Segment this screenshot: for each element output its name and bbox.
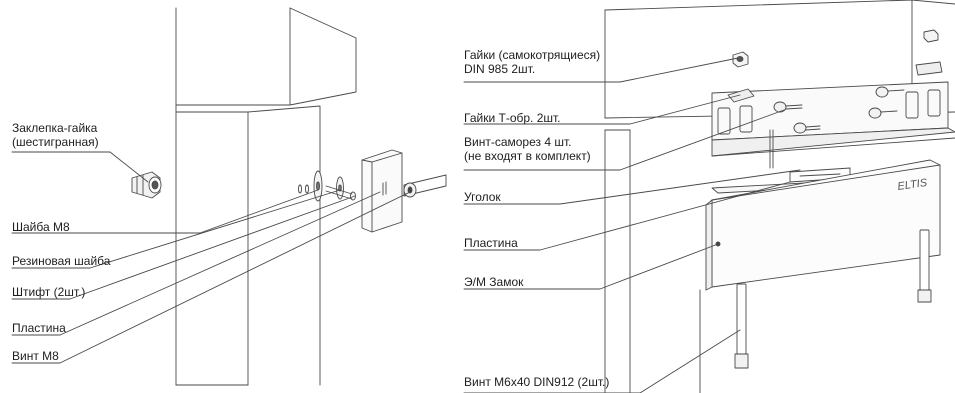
label-self-tap-screws-line1: Винт-саморез 4 шт. — [464, 135, 572, 149]
label-pin: Штифт (2шт.) — [12, 285, 86, 299]
label-screw-m6: Винт М6х40 DIN912 (2шт.) — [464, 375, 610, 389]
label-plate-right: Пластина — [464, 236, 518, 250]
label-em-lock: Э/М Замок — [464, 275, 524, 289]
label-washer-m8: Шайба М8 — [12, 220, 70, 234]
label-screw-m8: Винт М8 — [12, 349, 59, 363]
t-nuts — [727, 61, 943, 103]
brand-logo: ELTIS — [897, 177, 929, 193]
label-rivet-nut-line1: Заклепка-гайка — [12, 121, 98, 135]
rivet-nut-drawing — [131, 171, 162, 199]
screws-m6 — [734, 229, 932, 369]
label-rivet-nut-line2: (шестигранная) — [12, 135, 99, 149]
label-rubber-washer: Резиновая шайба — [12, 254, 111, 268]
label-t-nuts: Гайки Т-обр. 2шт. — [464, 111, 561, 125]
self-lock-nuts — [732, 29, 939, 68]
label-rivet-nut: Заклепка-гайка (шестигранная) — [12, 121, 99, 149]
label-self-lock-nuts: Гайки (самокотрящиеся) DIN 985 2шт. — [464, 48, 600, 76]
label-self-tap-screws: Винт-саморез 4 шт. (не входят в комплект… — [464, 135, 591, 163]
self-tap-screws — [773, 86, 905, 134]
left-leader-lines — [11, 151, 411, 364]
left-plate-block — [361, 149, 403, 233]
label-self-lock-nuts-line2: DIN 985 2шт. — [464, 62, 536, 76]
screw-m8-drawing — [403, 174, 447, 198]
label-self-lock-nuts-line1: Гайки (самокотрящиеся) — [464, 48, 601, 62]
right-leader-lines — [463, 57, 801, 393]
label-plate-left: Пластина — [12, 321, 66, 335]
label-self-tap-screws-line2: (не входят в комплект) — [464, 149, 591, 163]
left-small-parts — [298, 170, 356, 202]
left-door-frame — [175, 7, 357, 386]
label-bracket: Уголок — [464, 190, 501, 204]
em-lock-body — [705, 159, 941, 291]
angle-bracket — [711, 81, 955, 169]
